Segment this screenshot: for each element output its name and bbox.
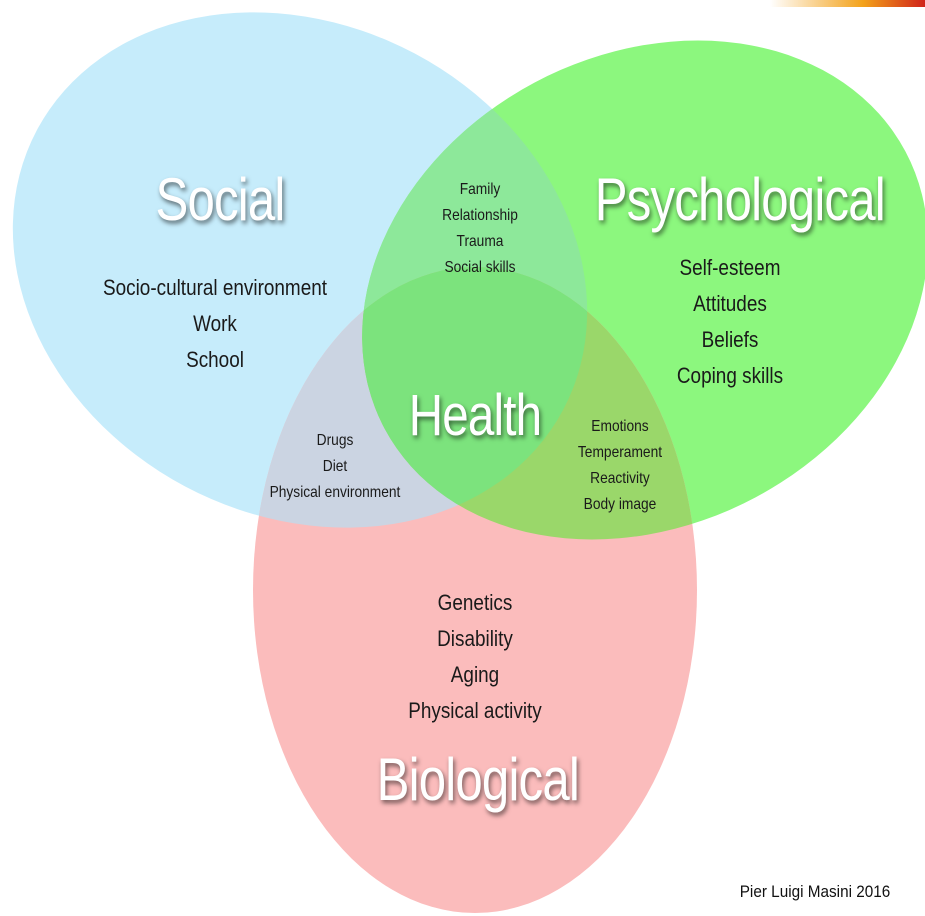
list-item: Drugs bbox=[316, 432, 354, 449]
psychological-factors-list: Self-esteem Attitudes Beliefs Coping ski… bbox=[653, 250, 808, 394]
list-item: Family bbox=[459, 181, 501, 198]
list-item: School bbox=[186, 347, 244, 372]
psychological-title: Psychological bbox=[594, 166, 886, 233]
list-item: Emotions bbox=[591, 418, 649, 435]
social-title: Social bbox=[155, 166, 285, 233]
list-item: Work bbox=[193, 311, 237, 336]
corner-accent bbox=[770, 0, 925, 7]
list-item: Socio-cultural environment bbox=[102, 275, 328, 300]
health-title: Health bbox=[408, 383, 542, 448]
author-credit: Pier Luigi Masini 2016 bbox=[739, 882, 890, 901]
social-psychological-list: Family Relationship Trauma Social skills bbox=[420, 177, 540, 281]
psychological-biological-list: Emotions Temperament Reactivity Body ima… bbox=[568, 414, 671, 518]
biological-factors-list: Genetics Disability Aging Physical activ… bbox=[393, 585, 556, 729]
list-item: Social skills bbox=[444, 259, 516, 276]
social-biological-list: Drugs Diet Physical environment bbox=[266, 428, 404, 506]
list-item: Trauma bbox=[456, 233, 504, 250]
list-item: Disability bbox=[437, 626, 513, 651]
list-item: Reactivity bbox=[590, 470, 650, 487]
list-item: Coping skills bbox=[676, 363, 784, 388]
biological-title: Biological bbox=[376, 746, 580, 813]
social-factors-list: Socio-cultural environment Work School bbox=[82, 270, 349, 378]
list-item: Physical activity bbox=[408, 698, 542, 723]
list-item: Diet bbox=[322, 458, 348, 475]
list-item: Beliefs bbox=[701, 327, 759, 352]
list-item: Genetics bbox=[437, 590, 513, 615]
list-item: Physical environment bbox=[269, 484, 401, 501]
list-item: Aging bbox=[450, 662, 500, 687]
list-item: Relationship bbox=[442, 207, 518, 224]
list-item: Temperament bbox=[577, 444, 663, 461]
list-item: Attitudes bbox=[693, 291, 767, 316]
list-item: Self-esteem bbox=[679, 255, 781, 280]
list-item: Body image bbox=[583, 496, 657, 513]
